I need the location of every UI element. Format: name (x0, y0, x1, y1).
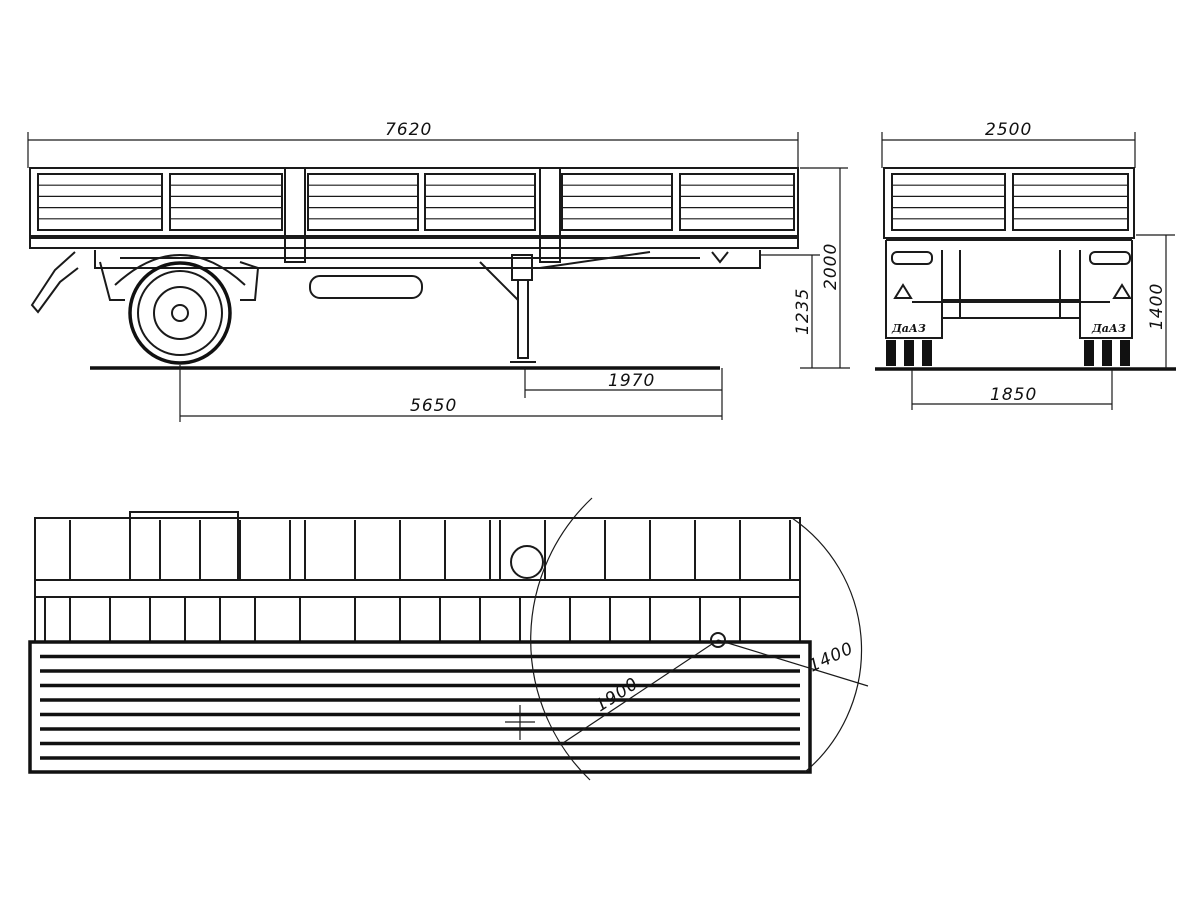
svg-text:5650: 5650 (410, 396, 457, 416)
svg-text:1235: 1235 (793, 288, 813, 335)
logo-right: ДаАЗ (1091, 322, 1126, 335)
suspension (99, 261, 260, 301)
spare-wheel (510, 545, 544, 579)
dimension-1970: 1970 (524, 368, 723, 420)
swing-arc-1400 (791, 517, 863, 773)
side-panel (169, 173, 283, 231)
radius-lines (559, 639, 869, 746)
side-panel (679, 173, 795, 231)
dimension-7620: 7620 (27, 120, 799, 168)
svg-text:1400: 1400 (1147, 283, 1167, 330)
dimension-2000: 2000 (800, 167, 848, 368)
side-body-panels (37, 168, 795, 263)
svg-text:2000: 2000 (821, 243, 841, 290)
side-panel (307, 173, 419, 231)
tail-lamp-right (1089, 251, 1131, 265)
top-view: 1900 1400 (28, 497, 869, 781)
rear-body-panels (891, 173, 1129, 231)
reflector-icons (893, 283, 1132, 299)
side-body-outline (29, 167, 799, 239)
rear-panel (891, 173, 1006, 231)
tail-lamp-left (891, 251, 933, 265)
dimension-5650: 5650 (179, 365, 722, 422)
rear-chassis (885, 239, 1133, 339)
dimension-1850: 1850 (911, 370, 1113, 410)
frame-crossbeams (35, 579, 800, 598)
swing-arc-1900 (530, 497, 593, 781)
side-body-sill (29, 235, 799, 249)
side-panel (424, 173, 536, 231)
rear-body-outline (883, 167, 1135, 239)
spare-wheel-carrier (129, 511, 239, 581)
svg-text:2500: 2500 (985, 120, 1032, 140)
top-frame-grid (44, 520, 791, 642)
landing-gear (479, 254, 536, 363)
deck-planks (40, 654, 800, 760)
chassis-frame (94, 250, 761, 269)
rear-wheels (886, 340, 1130, 366)
rear-view: ДаАЗ ДаАЗ 2500 1400 1850 (875, 120, 1176, 410)
side-view: 7620 1970 5650 1235 2000 (27, 120, 850, 422)
axle-center-mark (505, 705, 535, 740)
spare-tank (309, 275, 423, 299)
svg-text:1850: 1850 (990, 385, 1037, 405)
deck-outline (28, 640, 812, 774)
svg-text:7620: 7620 (385, 120, 432, 140)
side-stakes (284, 168, 561, 263)
side-panel (561, 173, 673, 231)
dimension-2500: 2500 (881, 120, 1136, 168)
dimension-1235: 1235 (760, 254, 850, 369)
tow-hitch (30, 251, 79, 314)
rear-panel (1012, 173, 1129, 231)
fender (114, 254, 246, 286)
kingpin-mark (710, 632, 726, 648)
svg-text:1970: 1970 (608, 371, 655, 391)
logo-left: ДаАЗ (891, 322, 926, 335)
label-1400: 1400 (806, 638, 857, 676)
wheel (128, 261, 232, 365)
kingpin (711, 251, 729, 264)
side-panel (37, 173, 163, 231)
label-1900: 1900 (592, 674, 643, 717)
dimension-1400-height: 1400 (1136, 234, 1175, 369)
